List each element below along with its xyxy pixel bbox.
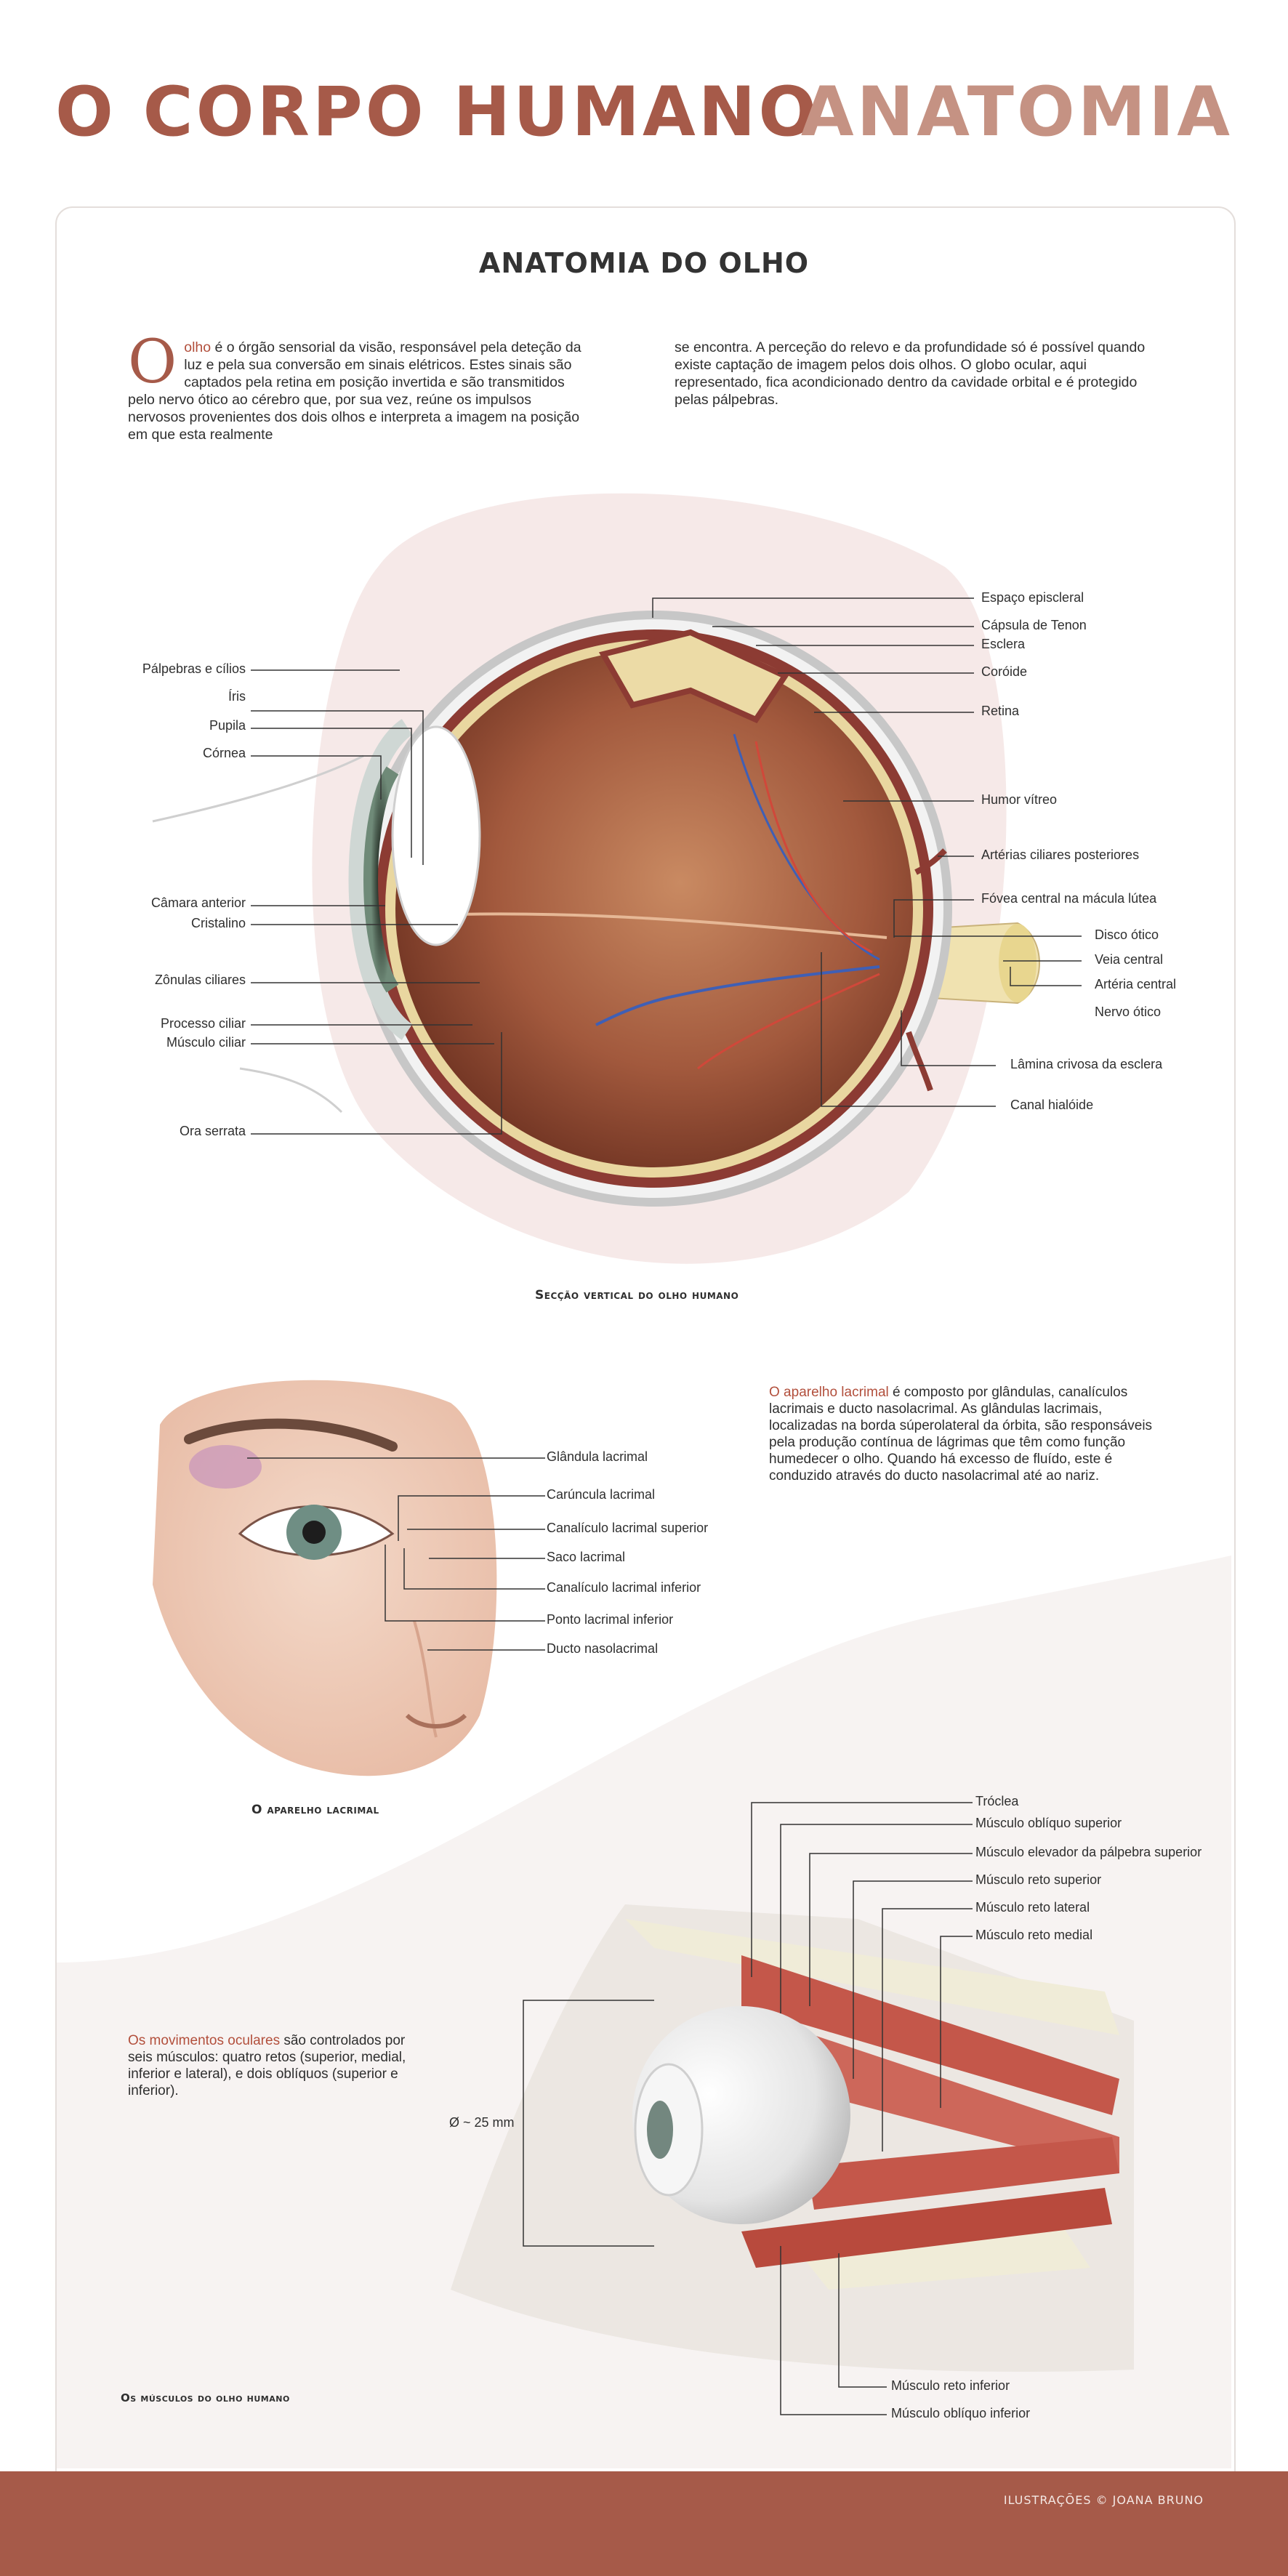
muscles-text-body: são controlados por seis músculos: quatr…: [128, 2033, 406, 2098]
eye-label: Cápsula de Tenon: [981, 618, 1087, 632]
eye-label: Veia central: [1095, 952, 1164, 967]
eye-label: Íris: [228, 689, 246, 704]
muscles-keyword: Os movimentos oculares: [128, 2033, 281, 2048]
eye-label: Esclera: [981, 637, 1026, 651]
intro-left-text: é o órgão sensorial da visão, responsáve…: [128, 339, 581, 443]
lacrimal-label: Glândula lacrimal: [547, 1449, 648, 1464]
muscle-label: Músculo reto superior: [975, 1872, 1102, 1887]
eye-label: Artéria central: [1095, 977, 1177, 991]
diameter-label: Ø ~ 25 mm: [449, 2115, 515, 2130]
eye-label: Ora serrata: [179, 1124, 246, 1138]
eye-label: Lâmina crivosa da esclera: [1010, 1057, 1163, 1071]
lacrimal-label: Carúncula lacrimal: [547, 1487, 656, 1502]
eye-label: Retina: [981, 704, 1020, 718]
eye-label: Disco ótico: [1095, 927, 1159, 942]
main-title: ANATOMIA DO OLHO: [478, 247, 810, 279]
illustration-credit: ILUSTRAÇÕES © JOANA BRUNO: [1003, 2493, 1204, 2507]
eye-label: Músculo ciliar: [166, 1035, 246, 1050]
eye-label: Nervo ótico: [1095, 1005, 1162, 1019]
lacrimal-text-body: é composto por glândulas, canalículos la…: [769, 1385, 1153, 1484]
lacrimal-leader-lines: [247, 1457, 545, 1651]
muscle-label: Músculo elevador da pálpebra superior: [975, 1845, 1202, 1859]
header-subject: ANATOMIA: [800, 73, 1233, 152]
muscle-label: Músculo oblíquo superior: [975, 1816, 1122, 1830]
eye-section-drawing: [348, 611, 1040, 1207]
eye-label: Câmara anterior: [150, 895, 246, 910]
eye-label: Artérias ciliares posteriores: [981, 848, 1140, 862]
eye-label: Fóvea central na mácula lútea: [981, 891, 1157, 906]
lacrimal-caption: O aparelho lacrimal: [251, 1803, 379, 1817]
lacrimal-label: Ponto lacrimal inferior: [547, 1612, 674, 1627]
eye-section-caption: Secção vertical do olho humano: [535, 1288, 739, 1303]
muscle-label: Músculo reto inferior: [891, 2378, 1010, 2393]
intro-right-paragraph: se encontra. A perceção do relevo e da p…: [675, 339, 1146, 408]
lacrimal-keyword: O aparelho lacrimal: [769, 1385, 889, 1400]
eye-label: Processo ciliar: [160, 1016, 246, 1031]
lacrimal-label: Saco lacrimal: [547, 1550, 626, 1564]
muscle-label: Tróclea: [975, 1794, 1019, 1808]
lacrimal-label: Ducto nasolacrimal: [547, 1641, 659, 1656]
muscles-paragraph: Os movimentos oculares são controlados p…: [128, 2032, 419, 2099]
lacrimal-label: Canalículo lacrimal inferior: [547, 1580, 701, 1595]
muscle-label: Músculo oblíquo inferior: [891, 2406, 1031, 2420]
muscle-label: Músculo reto lateral: [975, 1900, 1090, 1915]
eye-label: Córnea: [202, 746, 246, 760]
dropcap: O: [128, 328, 177, 397]
muscles-drawing: [451, 1904, 1134, 2372]
lacrimal-paragraph: O aparelho lacrimal é composto por glând…: [769, 1384, 1162, 1484]
eye-label: Coróide: [981, 664, 1028, 679]
muscles-caption: Os músculos do olho humano: [121, 2391, 290, 2404]
lacrimal-drawing: [153, 1380, 497, 1776]
eye-label: Zônulas ciliares: [154, 973, 246, 987]
header-title: O CORPO HUMANO: [55, 73, 820, 152]
eye-label: Pupila: [209, 718, 246, 733]
eye-label: Pálpebras e cílios: [142, 661, 246, 676]
eye-label: Cristalino: [190, 916, 246, 930]
eye-label: Humor vítreo: [981, 792, 1058, 807]
muscles-leader-lines: [523, 1802, 973, 2415]
lacrimal-label: Canalículo lacrimal superior: [547, 1521, 709, 1535]
intro-keyword: olho: [184, 339, 212, 355]
muscle-label: Músculo reto medial: [975, 1928, 1093, 1942]
footer-bar: [0, 2471, 1288, 2576]
eye-leader-lines: [251, 597, 1082, 1135]
eye-label: Espaço episcleral: [981, 590, 1084, 605]
eye-label: Canal hialóide: [1010, 1098, 1094, 1112]
